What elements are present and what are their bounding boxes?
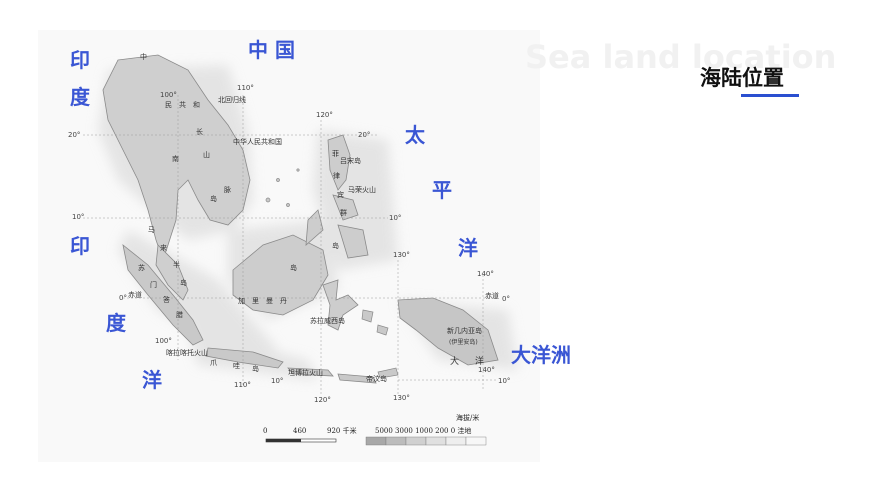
scale-tick-460: 460 — [293, 427, 307, 435]
page-title: 海陆位置 — [700, 66, 784, 90]
map-label-equator-right: 赤道 — [485, 292, 499, 300]
map-label-kalimantan: 加 里 曼 丹 — [238, 297, 287, 305]
map-label-men: 门 — [150, 281, 157, 289]
map-label-equator: 赤道 — [128, 291, 142, 299]
map-label-new-guinea-sub: (伊里安岛) — [449, 339, 478, 346]
coord-lon-130-top: 130° — [393, 251, 410, 259]
map-label-java-c: 岛 — [252, 365, 259, 373]
graticule — [83, 95, 498, 395]
coord-lon-110-top: 110° — [237, 84, 254, 92]
coord-lon-120-top: 120° — [316, 111, 333, 119]
map-label-fei: 菲 — [332, 150, 339, 158]
scale-bar — [265, 438, 337, 443]
map-label-krakatau: 喀拉喀托火山 — [166, 349, 208, 357]
map-label-lai: 来 — [160, 244, 167, 252]
map-label-nan: 南 — [172, 155, 179, 163]
map-label-da-yang-a: 大 — [450, 357, 460, 367]
kalimantan-island — [232, 234, 329, 316]
map-label-java-a: 爪 — [210, 359, 217, 367]
coord-lat-10s-right: 10° — [498, 377, 511, 385]
coord-lat-20-right: 20° — [358, 131, 371, 139]
map-label-da: 答 — [163, 296, 170, 304]
mainland-landmass — [102, 54, 251, 301]
map-label-su: 苏 — [138, 264, 145, 272]
coord-lat-0-right: 0° — [502, 295, 510, 303]
sumatra-island — [122, 244, 204, 346]
coord-lon-140-top: 140° — [477, 270, 494, 278]
region-label-pacific-2: 平 — [432, 178, 452, 202]
coord-lon-120-bottom: 120° — [314, 396, 331, 404]
map-label-qun: 群 — [340, 209, 347, 217]
scale-tick-920: 920 千米 — [327, 427, 357, 435]
coord-lon-140-bottom: 140° — [478, 366, 495, 374]
map-label-timor: 帝汶岛 — [366, 375, 387, 383]
map-label-prc: 中华人民共和国 — [233, 138, 282, 146]
coord-lon-110-bottom: 110° — [234, 381, 251, 389]
map-label-chang: 长 — [196, 128, 203, 136]
map-label-bin: 宾 — [337, 191, 344, 199]
map-label-lv: 律 — [333, 172, 340, 180]
coord-lat-10-right: 10° — [389, 214, 402, 222]
map-label-mayong: 马荣火山 — [348, 186, 376, 194]
coord-lon-100-bottom: 100° — [155, 337, 172, 345]
coord-lat-0-left: 0° — [119, 294, 127, 302]
coord-lat-10-left: 10° — [72, 213, 85, 221]
elevation-legend — [365, 436, 487, 446]
map-label-dao3: 岛 — [180, 279, 187, 287]
small-islands — [265, 168, 399, 379]
coord-lon-130-bottom: 130° — [393, 394, 410, 402]
map-label-dao4: 岛 — [290, 264, 297, 272]
map-label-dao: 岛 — [210, 195, 217, 203]
map-label-la: 腊 — [176, 311, 183, 319]
scale-tick-0: 0 — [263, 427, 268, 435]
title-underline — [741, 94, 799, 97]
region-label-indian-ocean-1: 印 — [70, 234, 90, 258]
coord-lon-100-top: 100° — [160, 91, 177, 99]
map-label-new-guinea: 新几内亚岛 — [447, 327, 482, 335]
map-label-luzon: 吕宋岛 — [340, 157, 361, 165]
region-label-india-1: 印 — [70, 48, 90, 72]
region-label-indian-ocean-3: 洋 — [142, 368, 162, 392]
region-label-pacific-1: 太 — [405, 123, 425, 147]
new-guinea-island — [397, 297, 499, 366]
map-label-dao2: 岛 — [332, 242, 339, 250]
southeast-asia-map — [83, 54, 518, 446]
sulawesi-island — [322, 279, 359, 331]
elevation-values: 5000 3000 1000 200 0 洼地 — [375, 427, 472, 435]
map-label-tambora: 坦博拉火山 — [288, 369, 323, 377]
region-label-oceania: 大洋洲 — [511, 343, 571, 367]
map-label-sulawesi: 苏拉威西岛 — [310, 317, 345, 325]
map-label-zhong: 中 — [140, 53, 147, 61]
map-label-min-gong-he: 民 共 和 — [165, 101, 200, 109]
map-label-ma: 马 — [148, 226, 155, 234]
region-label-india-2: 度 — [70, 85, 90, 109]
map-label-mai: 脉 — [224, 186, 231, 194]
java-island — [205, 347, 377, 384]
map-label-shan: 山 — [203, 151, 210, 159]
map-label-ban: 半 — [173, 261, 180, 269]
coord-lat-10s-bottom: 10° — [271, 377, 284, 385]
region-label-china: 中 国 — [248, 38, 295, 62]
coord-lat-20-left: 20° — [68, 131, 81, 139]
map-label-java-b: 哇 — [233, 362, 240, 370]
map-image — [38, 30, 540, 462]
background-title: Sea land location — [525, 38, 837, 76]
map-label-da-yang-b: 洋 — [475, 357, 485, 367]
map-label-tropic: 北回归线 — [218, 96, 246, 104]
elevation-title: 海拔/米 — [456, 414, 480, 422]
region-label-indian-ocean-2: 度 — [106, 311, 126, 335]
philippines-islands — [305, 134, 369, 259]
region-label-pacific-3: 洋 — [458, 236, 478, 260]
